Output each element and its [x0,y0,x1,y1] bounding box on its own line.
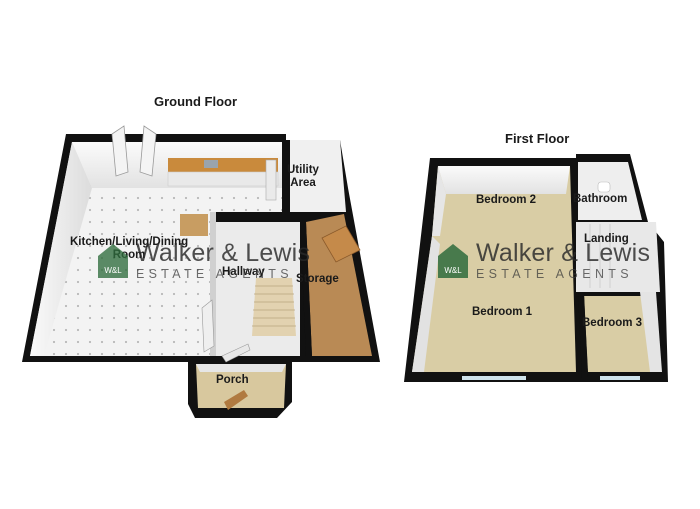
porch-door [224,390,248,410]
kitchen-counter [168,158,278,172]
watermark-subtitle: ESTATE AGENTS [136,267,293,281]
watermark-subtitle: ESTATE AGENTS [476,267,633,281]
bedroom-2-back-wall [438,166,570,194]
brand-badge-text: W&L [444,266,462,275]
porch-back-wall [196,364,286,372]
room-label-bedroom-1: Bedroom 1 [472,306,533,318]
watermark-first: W&L Walker & Lewis ESTATE AGENTS [436,239,656,282]
utility-wall [286,140,290,212]
bathroom-floor [578,162,642,220]
room-label-storage: Storage [296,273,339,285]
room-label-bedroom-2: Bedroom 2 [476,194,537,206]
room-label-hallway: Hallway [222,266,265,278]
storage-wall [300,222,312,356]
watermark-name: Walker & Lewis [476,239,651,267]
bedroom-3-window [600,376,640,380]
kitchen-sink [204,160,218,168]
storage-floor [306,214,372,356]
watermark-name: Walker & Lewis [136,239,311,267]
bedroom-3-right-wall [640,292,662,372]
brand-badge-text: W&L [104,266,122,275]
watermark-ground: W&L Walker & Lewis ESTATE AGENTS [96,239,310,282]
room-label-utility: Utility Area [287,164,319,190]
room-label-landing: Landing [584,233,629,245]
hallway-door [221,343,251,363]
kitchen-door [201,299,215,353]
porch-floor [196,364,286,408]
ground-floor-plan [22,125,380,418]
staircase [252,278,296,336]
kitchen-left-wall [30,142,92,356]
bedroom-2-left-wall [432,166,446,236]
room-label-bedroom-3: Bedroom 3 [582,317,643,329]
toilet [597,181,611,193]
french-door-right [139,125,157,177]
bedroom-3-divider [578,292,588,378]
stair-treads [252,285,296,327]
room-label-kitchen-line1: Kitchen/Living/Dining [70,236,189,248]
storage-door [321,225,361,263]
french-door-left [111,125,129,177]
first-floor-title: First Floor [505,131,570,146]
landing-floor [576,222,660,292]
ground-floor-title: Ground Floor [154,94,238,109]
brand-badge-icon: W&L [98,244,128,278]
bedroom-3-floor [584,296,660,372]
hallway-wall [210,212,306,222]
room-label-utility-line2: Area [290,177,316,189]
bedroom-1-window [462,376,526,380]
first-floor-plan [404,154,668,382]
room-label-bathroom: Bathroom [573,193,628,205]
kitchen-cabinets [167,171,279,187]
room-label-utility-line1: Utility [287,164,319,176]
utility-door [265,159,277,201]
brand-badge-icon: W&L [438,244,468,278]
bedroom-1-left-wall [412,236,440,372]
dining-table [180,214,208,236]
utility-floor [286,140,346,212]
landing-banister [589,224,611,288]
room-label-porch: Porch [216,374,249,386]
